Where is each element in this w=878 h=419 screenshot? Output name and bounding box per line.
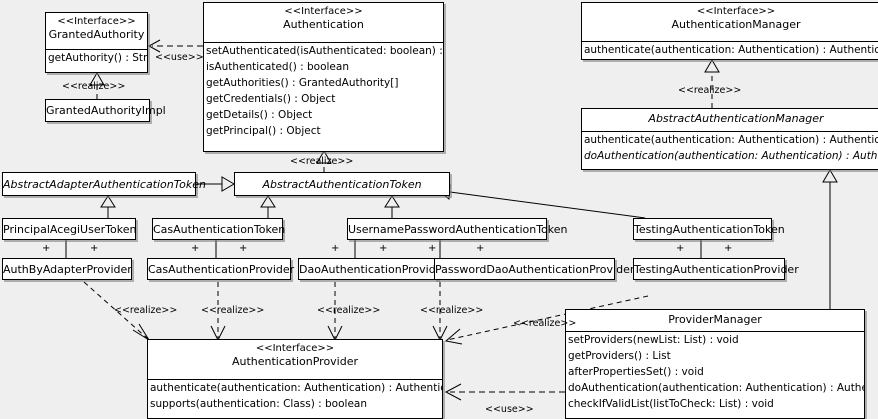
method-authenticate-abstract-manager: authenticate(authentication: Authenticat… xyxy=(584,134,878,146)
label-realize-dao-provider: <<realize>> xyxy=(317,305,381,316)
class-header-authentication-provider: <<Interface>> AuthenticationProvider xyxy=(148,340,442,379)
class-box-dao-authentication-provider[interactable]: DaoAuthenticationProvider xyxy=(298,258,447,280)
class-box-cas-authentication-provider[interactable]: CasAuthenticationProvider xyxy=(147,258,295,280)
class-header-authentication-manager: <<Interface>> AuthenticationManager xyxy=(582,3,878,41)
class-box-principal-acegi-user-token[interactable]: PrincipalAcegiUserToken xyxy=(2,218,136,240)
method-get-principal: getPrincipal() : Object xyxy=(206,125,321,137)
method-authenticate-provider: authenticate(authentication: Authenticat… xyxy=(150,382,442,394)
methods-authentication: setAuthenticated(isAuthenticated: boolea… xyxy=(204,42,443,139)
class-box-abstract-adapter-authentication-token[interactable]: AbstractAdapterAuthenticationToken xyxy=(2,172,206,196)
association-plus-mark: + xyxy=(239,243,248,254)
class-name-abstract-authentication-manager: AbstractAuthenticationManager xyxy=(648,112,824,125)
method-set-authenticated: setAuthenticated(isAuthenticated: boolea… xyxy=(206,45,443,57)
label-realize-cas-provider: <<realize>> xyxy=(201,305,265,316)
stereotype-interface-authentication-manager: <<Interface>> xyxy=(696,6,776,17)
method-authenticate-manager: authenticate(authentication: Authenticat… xyxy=(584,44,878,56)
class-box-authentication[interactable]: <<Interface>> Authentication setAuthenti… xyxy=(203,2,444,152)
method-do-authentication-abstract-manager: doAuthentication(authentication: Authent… xyxy=(584,150,878,162)
class-box-granted-authority-impl[interactable]: GrantedAuthorityImpl xyxy=(45,99,166,122)
method-after-properties-set: afterPropertiesSet() : void xyxy=(568,366,704,378)
class-name-principal-acegi-user-token: PrincipalAcegiUserToken xyxy=(3,223,137,236)
class-name-testing-authentication-token: TestingAuthenticationToken xyxy=(634,223,785,236)
association-plus-mark: + xyxy=(331,243,340,254)
class-header-abstract-authentication-manager: AbstractAuthenticationManager xyxy=(582,109,878,131)
class-name-auth-by-adapter-provider: AuthByAdapterProvider xyxy=(3,263,132,276)
method-set-providers: setProviders(newList: List) : void xyxy=(568,334,739,346)
class-name-granted-authority: GrantedAuthority xyxy=(48,28,145,41)
class-box-authentication-manager[interactable]: <<Interface>> AuthenticationManager auth… xyxy=(581,2,878,60)
class-name-abstract-adapter-authentication-token: AbstractAdapterAuthenticationToken xyxy=(3,178,206,191)
methods-abstract-authentication-manager: authenticate(authentication: Authenticat… xyxy=(582,131,878,164)
class-header-provider-manager: ProviderManager xyxy=(566,310,864,331)
method-get-authority: getAuthority() : String xyxy=(48,52,147,64)
method-do-authentication-provider-manager: doAuthentication(authentication: Authent… xyxy=(568,382,864,394)
class-name-cas-authentication-provider: CasAuthenticationProvider xyxy=(148,263,295,276)
class-box-testing-authentication-token[interactable]: TestingAuthenticationToken xyxy=(633,218,785,240)
association-plus-mark: + xyxy=(379,243,388,254)
methods-authentication-provider: authenticate(authentication: Authenticat… xyxy=(148,379,442,412)
label-realize-auth-by-adapter: <<realize>> xyxy=(114,305,178,316)
class-box-password-dao-authentication-provider[interactable]: PasswordDaoAuthenticationProvider xyxy=(434,258,635,280)
label-realize-granted-authority-impl: <<realize>> xyxy=(62,81,126,92)
class-box-granted-authority[interactable]: <<Interface>> GrantedAuthority getAuthor… xyxy=(45,12,148,73)
class-header-authentication: <<Interface>> Authentication xyxy=(204,3,443,42)
stereotype-interface-granted-authority: <<Interface>> xyxy=(57,16,136,27)
label-use-granted-authority: <<use>> xyxy=(155,52,204,63)
class-name-cas-authentication-token: CasAuthenticationToken xyxy=(153,223,286,236)
class-name-provider-manager: ProviderManager xyxy=(668,313,762,326)
label-use-provider-manager: <<use>> xyxy=(485,404,534,415)
class-name-username-password-authentication-token: UsernamePasswordAuthenticationToken xyxy=(348,223,568,236)
label-realize-testing-provider: <<realize>> xyxy=(513,318,577,329)
class-box-abstract-authentication-manager[interactable]: AbstractAuthenticationManager authentica… xyxy=(581,108,878,170)
class-name-authentication: Authentication xyxy=(283,18,364,31)
class-header-granted-authority: <<Interface>> GrantedAuthority xyxy=(46,13,147,49)
method-get-details: getDetails() : Object xyxy=(206,109,313,121)
method-get-authorities: getAuthorities() : GrantedAuthority[] xyxy=(206,77,399,89)
class-box-cas-authentication-token[interactable]: CasAuthenticationToken xyxy=(152,218,286,240)
label-realize-abstract-auth-token: <<realize>> xyxy=(290,156,354,167)
class-name-abstract-authentication-token: AbstractAuthenticationToken xyxy=(262,178,422,191)
class-name-password-dao-authentication-provider: PasswordDaoAuthenticationProvider xyxy=(435,263,635,276)
method-get-credentials: getCredentials() : Object xyxy=(206,93,336,105)
label-realize-password-dao-provider: <<realize>> xyxy=(420,305,484,316)
class-box-provider-manager[interactable]: ProviderManager setProviders(newList: Li… xyxy=(565,309,865,419)
association-plus-mark: + xyxy=(42,243,51,254)
stereotype-interface-authentication: <<Interface>> xyxy=(284,6,363,17)
class-name-authentication-provider: AuthenticationProvider xyxy=(231,355,359,368)
stereotype-interface-authentication-provider: <<Interface>> xyxy=(255,343,335,354)
class-box-authentication-provider[interactable]: <<Interface>> AuthenticationProvider aut… xyxy=(147,339,443,419)
method-check-if-valid-list: checkIfValidList(listToCheck: List) : vo… xyxy=(568,398,774,410)
class-box-abstract-authentication-token[interactable]: AbstractAuthenticationToken xyxy=(234,172,450,196)
class-box-auth-by-adapter-provider[interactable]: AuthByAdapterProvider xyxy=(2,258,132,280)
class-name-granted-authority-impl: GrantedAuthorityImpl xyxy=(46,104,166,117)
class-name-dao-authentication-provider: DaoAuthenticationProvider xyxy=(299,263,447,276)
association-plus-mark: + xyxy=(428,243,437,254)
method-supports-provider: supports(authentication: Class) : boolea… xyxy=(150,398,367,410)
class-box-username-password-authentication-token[interactable]: UsernamePasswordAuthenticationToken xyxy=(347,218,568,240)
association-plus-mark: + xyxy=(676,243,685,254)
method-is-authenticated: isAuthenticated() : boolean xyxy=(206,61,349,73)
label-realize-abstract-auth-manager: <<realize>> xyxy=(678,85,742,96)
association-plus-mark: + xyxy=(191,243,200,254)
association-plus-mark: + xyxy=(724,243,733,254)
class-name-testing-authentication-provider: TestingAuthenticationProvider xyxy=(634,263,799,276)
methods-granted-authority: getAuthority() : String xyxy=(46,49,147,66)
methods-authentication-manager: authenticate(authentication: Authenticat… xyxy=(582,41,878,58)
methods-provider-manager: setProviders(newList: List) : void getPr… xyxy=(566,331,864,412)
class-name-authentication-manager: AuthenticationManager xyxy=(671,18,801,31)
class-box-testing-authentication-provider[interactable]: TestingAuthenticationProvider xyxy=(633,258,799,280)
method-get-providers: getProviders() : List xyxy=(568,350,671,362)
association-plus-mark: + xyxy=(90,243,99,254)
association-plus-mark: + xyxy=(476,243,485,254)
